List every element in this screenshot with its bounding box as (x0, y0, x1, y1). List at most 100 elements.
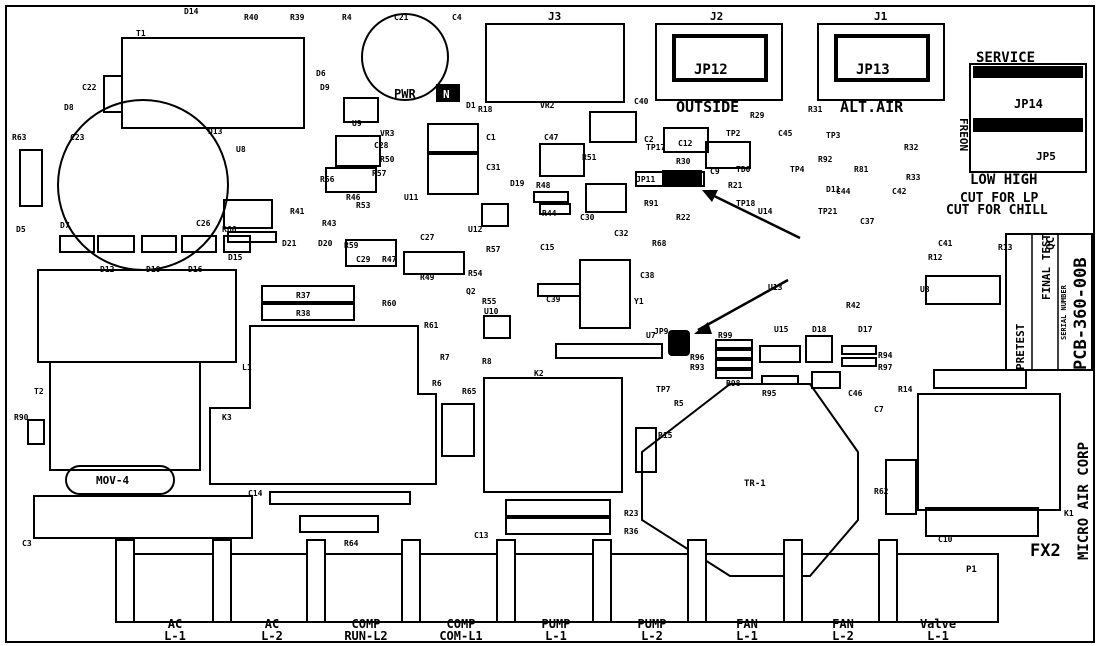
ic-u3 (925, 275, 1001, 305)
checklist-qc: QC (1044, 237, 1057, 250)
component-ref-r96: R96 (690, 353, 705, 362)
connector-j1 (817, 23, 945, 101)
connector-j1-label: J1 (874, 10, 888, 23)
component-ref-tp3: TP3 (826, 131, 841, 140)
connector-j2-label: J2 (710, 10, 723, 23)
manufacturer-label: MICRO AIR CORP (1076, 442, 1092, 560)
component-ref-c32: C32 (614, 229, 629, 238)
component-ref-r18: R18 (478, 105, 493, 114)
component-ref-r54: R54 (468, 269, 483, 278)
part-c12 (663, 127, 709, 153)
service-bar-1 (973, 66, 1083, 78)
component-ref-c26: C26 (196, 219, 211, 228)
jumper-jp11-fill (662, 170, 702, 186)
component-ref-u14: U14 (758, 207, 773, 216)
component-ref-r92: R92 (818, 155, 833, 164)
diode-d7 (59, 235, 95, 253)
service-title: SERVICE (976, 50, 1035, 66)
component-ref-d16: D16 (188, 265, 203, 274)
component-ref-r40: R40 (244, 13, 259, 22)
component-ref-l1: L1 (242, 363, 252, 372)
resistor-r49 (403, 251, 465, 275)
component-ref-u9: U9 (352, 119, 362, 128)
component-ref-d5: D5 (16, 225, 26, 234)
diode-d16 (181, 235, 217, 253)
checklist-pretest: PRETEST (1014, 323, 1027, 370)
low-high-label: LOW HIGH (970, 172, 1037, 188)
terminal-label-4-line1: COMP (447, 617, 476, 631)
component-ref-d17: D17 (858, 325, 873, 334)
component-ref-d9: D9 (320, 83, 330, 92)
terminal-label-3-line1: COMP (352, 617, 381, 631)
component-ref-u7: U7 (646, 331, 656, 340)
component-ref-tp17: TP17 (646, 143, 665, 152)
transformer-tr1 (641, 383, 859, 577)
component-ref-r37: R37 (296, 291, 311, 300)
component-ref-c21: C21 (394, 13, 409, 22)
component-ref-c46: C46 (848, 389, 863, 398)
capacitor-c14 (269, 491, 411, 505)
resistor-r44 (539, 203, 571, 215)
component-ref-d13: D13 (208, 127, 223, 136)
terminal-label-3-line2: RUN-L2 (344, 629, 387, 643)
component-ref-r15: R15 (658, 431, 673, 440)
component-ref-t1: T1 (136, 29, 146, 38)
component-ref-r99: R99 (718, 331, 733, 340)
component-ref-r65: R65 (462, 387, 477, 396)
terminal-post-7 (687, 539, 707, 623)
component-ref-r5: R5 (674, 399, 684, 408)
component-ref-d20: D20 (318, 239, 333, 248)
resistor-r23 (505, 499, 611, 517)
component-ref-r39: R39 (290, 13, 305, 22)
component-ref-c41: C41 (938, 239, 953, 248)
resistor-r93 (715, 359, 753, 369)
part-c2 (589, 111, 637, 143)
component-ref-r61: R61 (424, 321, 439, 330)
resistor-r98 (715, 369, 753, 379)
terminal-label-5-line2: L-1 (545, 629, 567, 643)
component-ref-vr2: VR2 (540, 101, 555, 110)
resistor-r37 (261, 285, 355, 303)
component-ref-c40: C40 (634, 97, 649, 106)
component-ref-r66: R66 (222, 225, 237, 234)
diode-d18 (805, 335, 833, 363)
resistor-r63 (19, 149, 43, 207)
terminal-post-5 (496, 539, 516, 623)
terminal-label-1-line2: L-1 (164, 629, 186, 643)
inductor-l1 (37, 269, 237, 363)
component-ref-c44: C44 (836, 187, 851, 196)
component-ref-c7: C7 (874, 405, 884, 414)
component-ref-d14: D14 (184, 7, 199, 16)
terminal-post-4 (401, 539, 421, 623)
component-ref-r21: R21 (728, 181, 743, 190)
component-ref-c27: C27 (420, 233, 435, 242)
component-ref-c1: C1 (486, 133, 496, 142)
resistor-r62 (885, 459, 917, 515)
component-ref-r7: R7 (440, 353, 450, 362)
component-ref-r30: R30 (676, 157, 691, 166)
component-ref-u8: U8 (236, 145, 246, 154)
component-ref-u15: U15 (774, 325, 789, 334)
part-c46 (811, 371, 841, 389)
component-ref-r50: R50 (380, 155, 395, 164)
terminal-label-2-line2: L-2 (261, 629, 283, 643)
part-u11 (427, 123, 479, 153)
resistor-r90 (27, 419, 45, 445)
resistor-r48 (533, 191, 569, 203)
component-ref-q2: Q2 (466, 287, 476, 296)
component-ref-r57: R57 (486, 245, 501, 254)
capacitor-c3 (33, 495, 253, 539)
resistor-r38 (261, 303, 355, 321)
pwr-label: PWR (394, 87, 416, 101)
terminal-post-9 (878, 539, 898, 623)
terminal-label-9-line1: Valve (920, 617, 956, 631)
component-ref-r59: R59 (344, 241, 359, 250)
component-ref-r4: R4 (342, 13, 352, 22)
terminal-label-7-line1: FAN (736, 617, 758, 631)
component-ref-y1: Y1 (634, 297, 644, 306)
component-ref-tp4: TP4 (790, 165, 805, 174)
connector-j1-shroud (834, 34, 930, 82)
relay-k3 (209, 325, 437, 485)
service-bar-2 (973, 118, 1083, 132)
terminal-post-1 (115, 539, 135, 623)
